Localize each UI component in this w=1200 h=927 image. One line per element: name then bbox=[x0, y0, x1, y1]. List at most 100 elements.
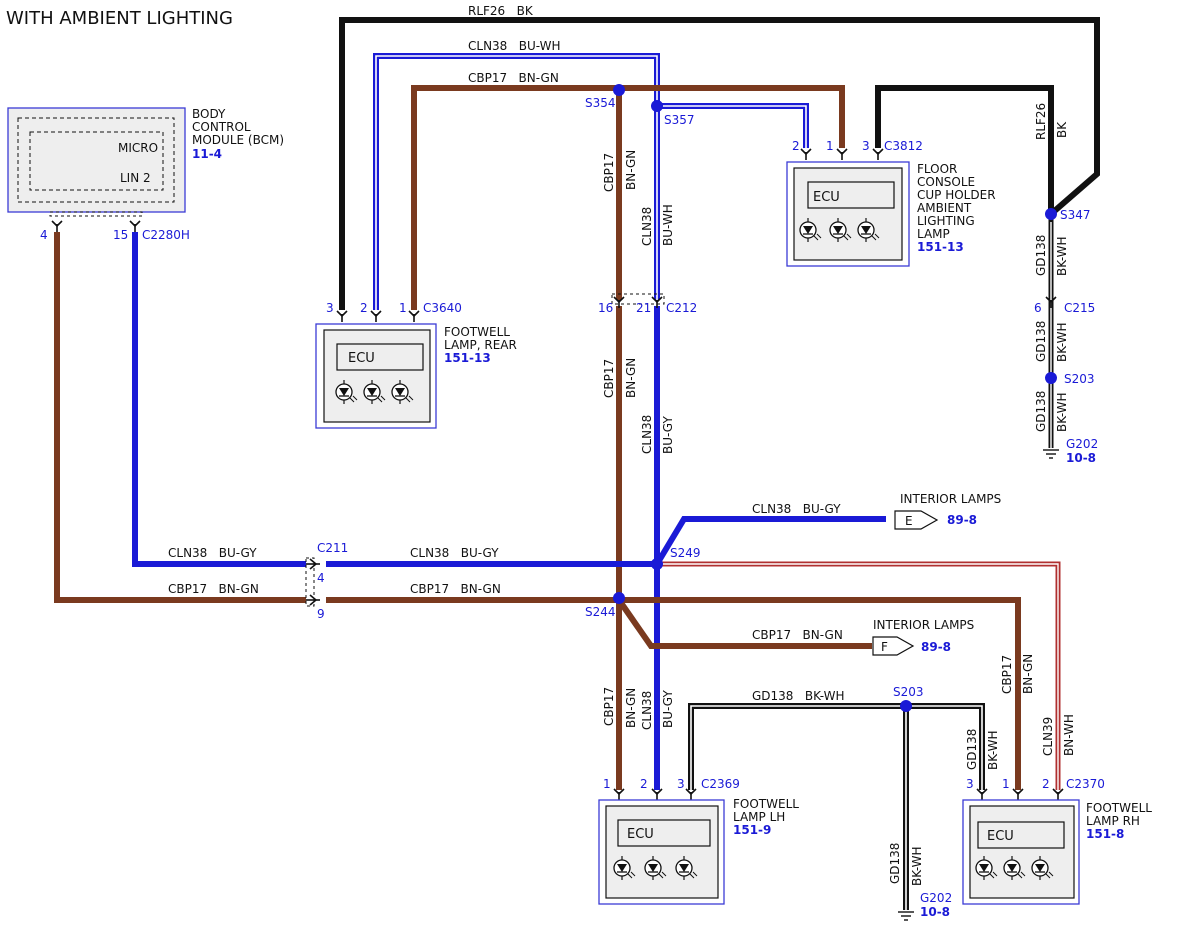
vlabel-cln38-mid: CLN38 bbox=[640, 415, 654, 454]
rear-ecu-label: ECU bbox=[348, 351, 375, 366]
g202-lower-ref: 10-8 bbox=[920, 905, 950, 919]
interior-lamps-f: F INTERIOR LAMPS 89-8 bbox=[872, 618, 974, 656]
rear-pin-1: 1 bbox=[399, 301, 407, 315]
wire-cbp17-top bbox=[411, 85, 845, 310]
lh-name-line-1: FOOTWELL bbox=[733, 797, 799, 811]
vlabel-cbp17-upper: CBP17 bbox=[602, 153, 616, 192]
vlabel-bngn-rh: BN-GN bbox=[1021, 654, 1035, 694]
vlabel-cbp17-mid: CBP17 bbox=[602, 359, 616, 398]
rear-pin-3: 3 bbox=[326, 301, 334, 315]
interior-e-label: INTERIOR LAMPS bbox=[900, 492, 1001, 506]
vlabel-cln38-lower: CLN38 bbox=[640, 691, 654, 730]
console-connector-c3812: C3812 bbox=[884, 139, 923, 153]
wire-cbp17-bcm bbox=[54, 232, 306, 603]
lh-pin-2: 2 bbox=[640, 777, 648, 791]
c211-pin-4: 4 bbox=[317, 571, 325, 585]
label-cln38-bugy-interior: CLN38 BU-GY bbox=[752, 502, 841, 516]
splice-s347 bbox=[1045, 208, 1057, 220]
label-s244: S244 bbox=[585, 605, 616, 619]
console-pin-1: 1 bbox=[826, 139, 834, 153]
console-ecu-label: ECU bbox=[813, 190, 840, 205]
vlabel-bkwh-ground: BK-WH bbox=[910, 846, 924, 886]
interior-f-letter: F bbox=[881, 640, 888, 654]
wires bbox=[54, 17, 1100, 910]
splice-labels: S354 S357 S347 S203 S249 S244 S203 bbox=[585, 96, 1095, 699]
ground-g202-lower: G202 10-8 bbox=[898, 891, 952, 921]
vlabel-bngn-upper: BN-GN bbox=[624, 150, 638, 190]
vlabel-cln38-upper: CLN38 bbox=[640, 207, 654, 246]
console-ref: 151-13 bbox=[917, 240, 964, 254]
console-name-line-3: CUP HOLDER bbox=[917, 188, 996, 202]
connector-c212: 16 21 C212 bbox=[598, 293, 697, 315]
label-rlf26-top: RLF26 BK bbox=[468, 4, 534, 18]
footwell-lamp-lh: 1 2 3 C2369 ECU FOOTWELL LAMP LH 151-9 bbox=[598, 777, 799, 905]
c211-name: C211 bbox=[317, 541, 348, 555]
interior-f-label: INTERIOR LAMPS bbox=[873, 618, 974, 632]
splice-s244 bbox=[613, 592, 625, 604]
console-pin-3: 3 bbox=[862, 139, 870, 153]
interior-e-letter: E bbox=[905, 514, 913, 528]
vlabel-gd138-ground: GD138 bbox=[888, 843, 902, 884]
label-cbp17-interior: CBP17 BN-GN bbox=[752, 628, 843, 642]
vlabel-cln39-rh: CLN39 bbox=[1041, 717, 1055, 756]
c211-pin-9: 9 bbox=[317, 607, 325, 621]
rh-connector-c2370: C2370 bbox=[1066, 777, 1105, 791]
console-name-line-2: CONSOLE bbox=[917, 175, 975, 189]
rear-name-line-2: LAMP, REAR bbox=[444, 338, 517, 352]
console-name-line-5: LIGHTING bbox=[917, 214, 975, 228]
vlabel-gd138-b: GD138 bbox=[1034, 321, 1048, 362]
vlabel-bkwh-rh: BK-WH bbox=[986, 730, 1000, 770]
bcm-pin-4: 4 bbox=[40, 228, 48, 242]
splice-s203-lower bbox=[900, 700, 912, 712]
footwell-lamp-rear: 3 2 1 C3640 ECU FOOTWELL LAMP, REAR 151-… bbox=[315, 301, 517, 429]
vlabel-bkwh-a: BK-WH bbox=[1055, 236, 1069, 276]
label-s203-lower: S203 bbox=[893, 685, 924, 699]
label-cln38-bugy-mid: CLN38 BU-GY bbox=[410, 546, 499, 560]
bcm-module: MICRO LIN 2 BODY CONTROL MODULE (BCM) 11… bbox=[7, 107, 284, 242]
splice-s357 bbox=[651, 100, 663, 112]
wire-cbp17-mid bbox=[326, 597, 1021, 790]
console-name-line-6: LAMP bbox=[917, 227, 950, 241]
splices bbox=[613, 84, 1057, 712]
splice-s203-upper bbox=[1045, 372, 1057, 384]
label-cln38-bugy-left: CLN38 BU-GY bbox=[168, 546, 257, 560]
label-cln38-buwh-top: CLN38 BU-WH bbox=[468, 39, 561, 53]
label-s249: S249 bbox=[670, 546, 701, 560]
wire-cln38-bugy-bcm bbox=[132, 232, 306, 567]
g202-upper-name: G202 bbox=[1066, 437, 1098, 451]
rh-pin-3: 3 bbox=[966, 777, 974, 791]
bcm-name-line-1: BODY bbox=[192, 107, 226, 121]
rh-name-line-2: LAMP RH bbox=[1086, 814, 1140, 828]
c212-name: C212 bbox=[666, 301, 697, 315]
vlabel-bngn-lower: BN-GN bbox=[624, 688, 638, 728]
label-cbp17-top: CBP17 BN-GN bbox=[468, 71, 559, 85]
rh-ref: 151-8 bbox=[1086, 827, 1124, 841]
label-s347: S347 bbox=[1060, 208, 1091, 222]
rear-ref: 151-13 bbox=[444, 351, 491, 365]
console-pin-2: 2 bbox=[792, 139, 800, 153]
lh-connector-c2369: C2369 bbox=[701, 777, 740, 791]
rh-pin-1: 1 bbox=[1002, 777, 1010, 791]
wire-gd138-lower bbox=[688, 703, 985, 910]
console-name-line-1: FLOOR bbox=[917, 162, 957, 176]
g202-upper-ref: 10-8 bbox=[1066, 451, 1096, 465]
bcm-ref: 11-4 bbox=[192, 147, 222, 161]
lh-name-line-2: LAMP LH bbox=[733, 810, 785, 824]
splice-s249 bbox=[651, 558, 663, 570]
wire-cbp17-interior bbox=[616, 598, 872, 649]
wire-rlf26-bk bbox=[339, 17, 1100, 310]
diagram-title: WITH AMBIENT LIGHTING bbox=[6, 8, 233, 29]
vlabel-bngn-mid: BN-GN bbox=[624, 358, 638, 398]
vlabel-bkwh-b: BK-WH bbox=[1055, 322, 1069, 362]
rh-pin-2: 2 bbox=[1042, 777, 1050, 791]
bcm-name-line-2: CONTROL bbox=[192, 120, 251, 134]
connector-c215: 6 C215 bbox=[1034, 296, 1095, 315]
footwell-lamp-rh: 3 1 2 C2370 ECU FOOTWELL LAMP RH 151-8 bbox=[962, 777, 1152, 905]
lh-ecu-label: ECU bbox=[627, 827, 654, 842]
label-cbp17-left: CBP17 BN-GN bbox=[168, 582, 259, 596]
wire-rlf26-console bbox=[875, 85, 1054, 214]
lh-pin-1: 1 bbox=[603, 777, 611, 791]
interior-e-ref: 89-8 bbox=[947, 513, 977, 527]
wire-cln38-buwh bbox=[373, 53, 809, 310]
